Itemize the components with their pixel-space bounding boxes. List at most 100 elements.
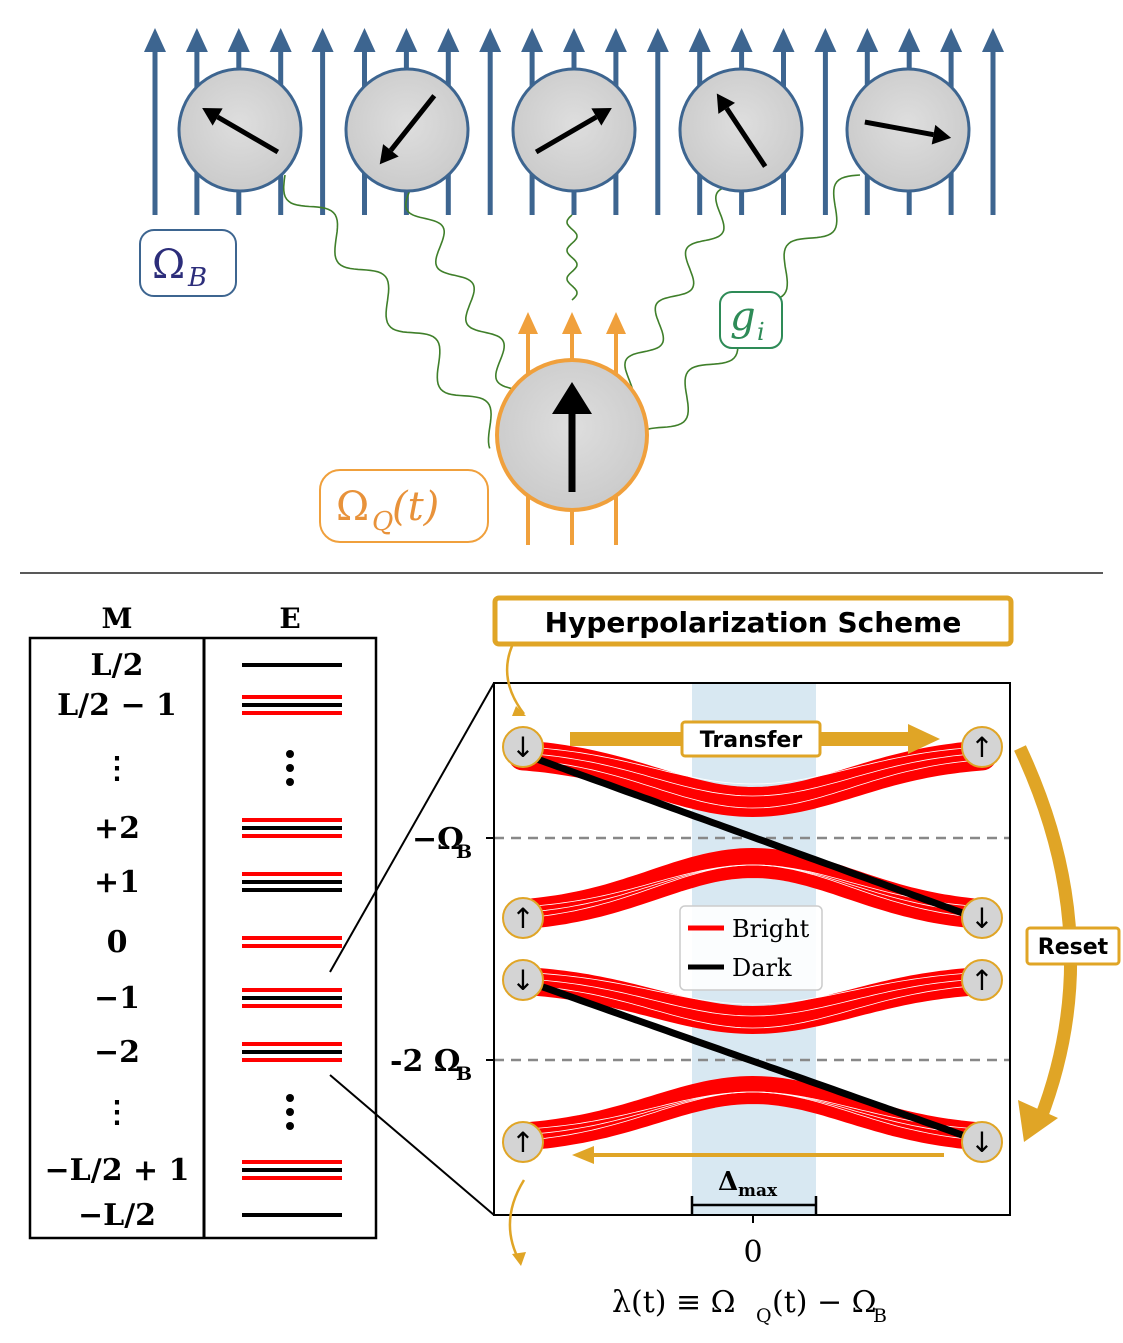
table-row: −L/2	[78, 1198, 342, 1233]
scheme-title-text: Hyperpolarization Scheme	[545, 606, 962, 639]
coupling-line	[404, 189, 525, 393]
transfer-arrow: Transfer	[570, 720, 940, 758]
dark-curve	[522, 971, 983, 1005]
col-m-header: M	[102, 602, 133, 635]
coupling-line	[566, 214, 578, 301]
level-ellipsis	[286, 750, 294, 786]
table-row: ⋮	[102, 1094, 294, 1130]
dark-curve	[522, 1091, 983, 1141]
row-m-value: −L/2 + 1	[45, 1153, 190, 1188]
delta-sub: max	[738, 1181, 778, 1201]
dark-curve	[522, 864, 983, 919]
svg-text:↓: ↓	[970, 902, 993, 935]
dark-curve	[519, 976, 986, 1146]
qubit-field-arg: (t)	[392, 484, 439, 530]
svg-text:↓: ↓	[511, 731, 534, 764]
table-row: −2	[94, 1035, 342, 1070]
row-m-value: L/2	[91, 648, 144, 683]
svg-text:↑: ↑	[970, 731, 993, 764]
bath-spin	[344, 67, 470, 193]
svg-text:Q: Q	[756, 1305, 772, 1327]
row-m-value: ⋮	[102, 751, 132, 786]
legend-bright: Bright	[732, 915, 810, 943]
qubit-field-sub: Q	[372, 507, 393, 537]
bright-curve	[509, 966, 996, 1035]
bright-curve	[509, 1075, 996, 1151]
bath-field-arrow	[814, 28, 837, 215]
spin-down-marker: ↓	[961, 1121, 1003, 1163]
svg-text:↑: ↑	[970, 964, 993, 997]
table-row: ⋮	[102, 750, 294, 786]
reset-label: Reset	[1038, 935, 1109, 960]
bath-field-arrow	[479, 28, 502, 215]
dark-curve	[522, 978, 983, 1017]
reset-arrow: Reset	[1014, 745, 1121, 1142]
row-m-value: ⋮	[102, 1095, 132, 1130]
coupling-line	[282, 174, 492, 449]
table-row: L/2 − 1	[57, 688, 342, 723]
ytick-omega-b-sub: B	[456, 841, 472, 863]
spin-up-marker: ↑	[502, 897, 544, 939]
ytick-omega-b: −Ω	[412, 822, 464, 857]
svg-text:↑: ↑	[511, 902, 534, 935]
bath-field-label: Ω B	[139, 229, 237, 297]
return-arrow	[572, 1146, 944, 1164]
table-row: −1	[94, 981, 342, 1016]
table-row: −L/2 + 1	[45, 1153, 342, 1188]
row-m-value: 0	[107, 925, 128, 960]
zoom-line-bottom	[329, 1074, 495, 1216]
legend: Bright Dark	[679, 905, 823, 991]
legend-dark: Dark	[732, 954, 792, 982]
row-m-value: −2	[94, 1035, 140, 1070]
bath-field-arrow	[646, 28, 669, 215]
row-m-value: L/2 − 1	[57, 688, 177, 723]
bath-field-arrow	[311, 28, 334, 215]
zoom-line-top	[329, 682, 495, 973]
coupling-sub: i	[757, 318, 765, 346]
row-m-value: +1	[94, 865, 140, 900]
dark-curve	[522, 746, 983, 785]
table-row: +1	[94, 865, 342, 900]
svg-text:↓: ↓	[970, 1126, 993, 1159]
x-axis-label: λ(t) ≡ Ω Q (t) − Ω B	[612, 1285, 887, 1327]
energy-table: M E L/2L/2 − 1 ⋮ +2 +1 0 −1 −2 ⋮ −L/2 + 1 −L/2	[28, 602, 378, 1240]
dark-curve	[522, 752, 983, 797]
transfer-label: Transfer	[700, 728, 803, 753]
qubit-spin	[495, 358, 649, 512]
svg-text:λ(t) ≡ Ω: λ(t) ≡ Ω	[612, 1285, 736, 1320]
bath-spin	[678, 67, 804, 193]
spin-down-marker: ↓	[502, 959, 544, 1001]
table-row: L/2	[91, 648, 342, 683]
col-e-header: E	[279, 602, 300, 635]
coupling-label: g i	[719, 291, 783, 349]
svg-text:B: B	[873, 1305, 887, 1327]
spin-up-marker: ↑	[961, 959, 1003, 1001]
bright-curve	[508, 847, 997, 930]
delta-label: Δ	[718, 1167, 738, 1197]
dark-curve	[522, 759, 983, 809]
bath-spin	[511, 67, 637, 193]
scheme-plot: −Ω B -2 Ω B 0 λ(t) ≡ Ω Q (t) − Ω B Δ max…	[390, 682, 1011, 1327]
bath-field-arrow	[982, 28, 1004, 215]
row-m-value: −L/2	[78, 1198, 156, 1233]
dark-curve	[522, 984, 983, 1029]
svg-text:(t) − Ω: (t) − Ω	[772, 1285, 877, 1320]
bath-spin	[845, 67, 971, 193]
spin-up-marker: ↑	[961, 726, 1003, 768]
table-row: +2	[94, 811, 342, 846]
bath-spins	[177, 67, 971, 193]
scheme-flow-pointers	[505, 645, 526, 1266]
qubit-field-label: Ω Q (t)	[319, 469, 489, 543]
bath-field-arrow	[144, 28, 166, 215]
row-m-value: +2	[94, 811, 140, 846]
spin-down-marker: ↓	[961, 897, 1003, 939]
coupling-g: g	[730, 294, 756, 340]
row-m-value: −1	[94, 981, 140, 1016]
spin-down-marker: ↓	[502, 726, 544, 768]
bright-curve	[508, 740, 997, 818]
table-row: 0	[107, 925, 342, 960]
scheme-title: Hyperpolarization Scheme	[492, 595, 1014, 647]
svg-text:↓: ↓	[511, 964, 534, 997]
dark-curve	[519, 750, 986, 924]
